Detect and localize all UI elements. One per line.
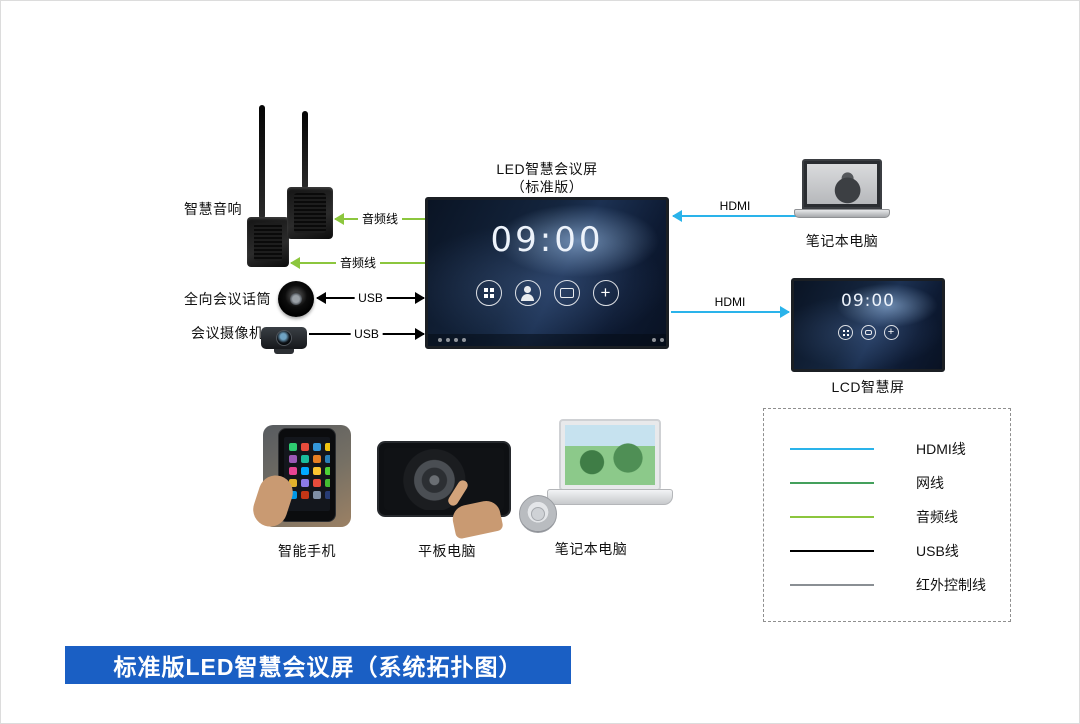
hdmi-cable-lcd-arrow-icon [780, 306, 790, 318]
usb-line-swatch [790, 550, 874, 552]
video-conference-icon [514, 280, 541, 306]
conference-mic-illustration [278, 281, 314, 317]
lcd-screen: 09:00 [791, 278, 945, 372]
lcd-whiteboard-icon [860, 325, 876, 340]
mic-button-icon [290, 293, 302, 305]
app-grid-icon [289, 443, 297, 451]
laptop-top-illustration [794, 159, 890, 218]
audio-cable-2-arrow-icon [290, 257, 300, 269]
speaker-box-left [247, 217, 289, 267]
camera-lens-icon [276, 330, 292, 346]
hdmi-cable-lcd-line [671, 311, 789, 313]
usb-cable-camera-label: USB [350, 327, 383, 341]
usb-cable-mic-arrow-left-icon [316, 292, 326, 304]
mic-label: 全向会议话筒 [184, 291, 271, 307]
plus-icon [592, 280, 619, 306]
led-screen: 09:00 [425, 197, 669, 349]
hdmi-cable-lcd-label: HDMI [714, 295, 746, 309]
lcd-screen-label: LCD智慧屏 [831, 379, 905, 395]
usb-cable-camera-arrow-icon [415, 328, 425, 340]
speakers-label: 智慧音响 [184, 201, 242, 217]
camera-base [274, 349, 294, 354]
lcd-app-icons [794, 325, 942, 340]
audio-line-swatch [790, 516, 874, 518]
wireless-dongle [519, 495, 557, 533]
speaker-pole-right [302, 111, 308, 189]
hdmi-line-swatch [790, 448, 874, 450]
network-line-swatch [790, 482, 874, 484]
legend-label-hdmi: HDMI线 [916, 441, 966, 457]
legend-item-hdmi: HDMI线 [764, 432, 1010, 466]
led-screen-title: LED智慧会议屏 [496, 161, 598, 177]
audio-cable-2-label: 音频线 [335, 256, 381, 270]
hdmi-cable-laptop-arrow-icon [672, 210, 682, 222]
tablet-illustration [377, 437, 517, 540]
lcd-screen-cast-icon [837, 325, 853, 340]
led-screen-subtitle: （标准版） [510, 179, 584, 195]
laptop-bottom-screen [559, 419, 661, 491]
smartphone-label: 智能手机 [278, 543, 336, 559]
conference-camera-illustration [261, 327, 307, 354]
laptop-top-screen [802, 159, 882, 209]
tablet-screen [384, 448, 504, 510]
usb-cable-mic-arrow-right-icon [415, 292, 425, 304]
led-screen-wallpaper: 09:00 [428, 200, 666, 346]
led-taskbar [428, 334, 666, 346]
legend-label-audio: 音频线 [916, 509, 958, 525]
camera-label: 会议摄像机 [191, 325, 264, 341]
laptop-bottom-photo [565, 425, 655, 485]
led-app-icons [428, 280, 666, 306]
legend-item-ir: 红外控制线 [764, 568, 1010, 602]
lcd-screen-wallpaper: 09:00 [794, 281, 942, 369]
speaker-pole-left [259, 105, 265, 219]
smartphone-illustration [248, 425, 351, 531]
taskbar-dots-left-icon [438, 338, 442, 342]
speaker-box-right [287, 187, 333, 239]
laptop-bottom-illustration [519, 419, 679, 535]
hdmi-cable-laptop-label: HDMI [719, 199, 751, 213]
led-clock: 09:00 [490, 220, 604, 260]
legend-item-usb: USB线 [764, 534, 1010, 568]
tablet-body [377, 441, 511, 517]
whiteboard-icon [553, 280, 580, 306]
smartphone-screen [284, 437, 330, 511]
taskbar-dots-right-icon [652, 338, 656, 342]
title-banner: 标准版LED智慧会议屏（系统拓扑图） [65, 646, 571, 684]
usb-cable-mic-label: USB [354, 291, 387, 305]
legend-label-usb: USB线 [916, 543, 959, 559]
legend-item-network: 网线 [764, 466, 1010, 500]
legend-label-network: 网线 [916, 475, 944, 491]
legend-label-ir: 红外控制线 [916, 577, 986, 593]
lcd-plus-icon [883, 325, 899, 340]
laptop-top-label: 笔记本电脑 [805, 233, 879, 249]
laptop-top-base [794, 209, 890, 218]
laptop-bottom-label: 笔记本电脑 [554, 541, 628, 557]
legend-item-audio: 音频线 [764, 500, 1010, 534]
screen-cast-icon [475, 280, 502, 306]
ir-line-swatch [790, 584, 874, 586]
hdmi-cable-laptop-line [673, 215, 797, 217]
legend: HDMI线 网线 音频线 USB线 红外控制线 [763, 408, 1011, 622]
audio-cable-1-arrow-icon [334, 213, 344, 225]
laptop-bottom-base [547, 489, 673, 505]
lcd-clock: 09:00 [841, 291, 895, 311]
audio-cable-1-label: 音频线 [357, 212, 403, 226]
title-banner-text: 标准版LED智慧会议屏（系统拓扑图） [113, 654, 523, 680]
laptop-top-photo [807, 164, 877, 204]
tablet-label: 平板电脑 [418, 543, 476, 559]
